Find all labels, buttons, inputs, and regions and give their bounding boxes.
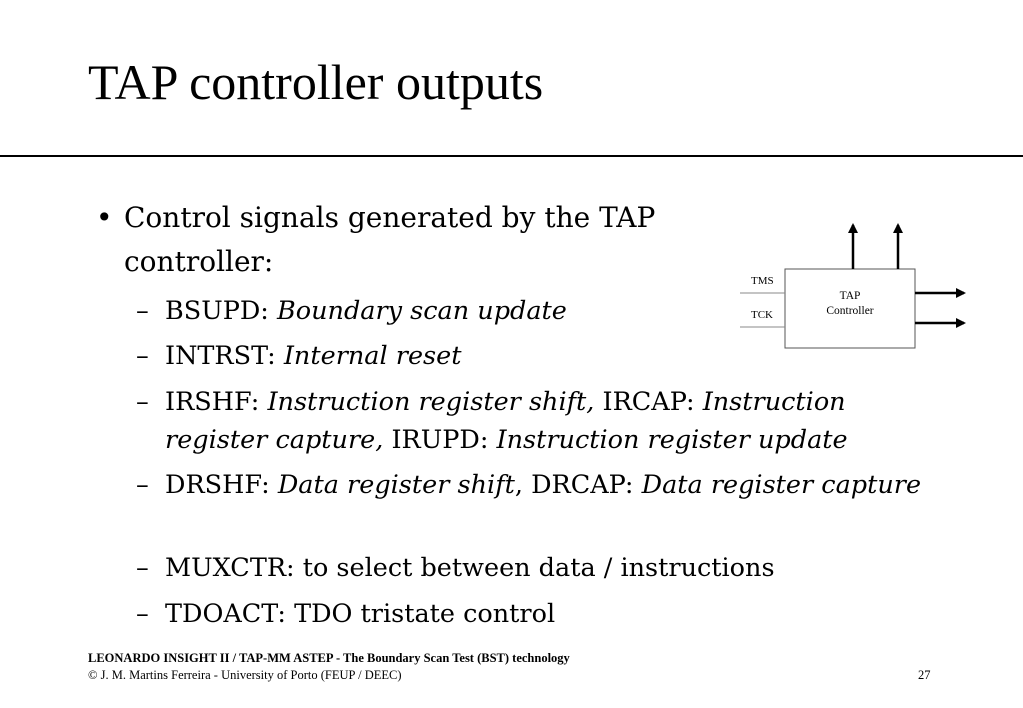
signal-name: INTRST: xyxy=(165,341,284,371)
footer-copyright-line: © J. M. Martins Ferreira - University of… xyxy=(88,668,402,682)
dash-marker: – xyxy=(136,553,149,583)
page-title: TAP controller outputs xyxy=(88,54,544,110)
signal-name: IRUPD: xyxy=(383,425,497,455)
signal-text: MUXCTR: to select between data / instruc… xyxy=(165,553,775,583)
tap-controller-diagram: TMS TCK TAP Controller xyxy=(735,210,975,360)
list-item-intrst: – INTRST: Internal reset xyxy=(136,337,942,375)
list-item-muxctr: – MUXCTR: to select between data / instr… xyxy=(136,549,942,587)
tms-label: TMS xyxy=(751,275,774,287)
page-number: 27 xyxy=(918,668,931,682)
signal-description: Instruction register capture, xyxy=(165,387,846,455)
signal-description: Instruction register update xyxy=(496,425,848,455)
signal-name: , DRCAP: xyxy=(514,470,642,500)
main-bullet-line1: Control signals generated by the TAP xyxy=(124,201,656,234)
list-item-ir-signals: – IRSHF: Instruction register shift, IRC… xyxy=(136,383,942,459)
signal-description: Instruction register shift, xyxy=(267,387,595,417)
signal-name: IRCAP: xyxy=(594,387,703,417)
signal-description: Boundary scan update xyxy=(277,296,567,326)
title-divider xyxy=(0,155,1023,157)
dash-marker: – xyxy=(136,470,149,500)
block-label-line2: Controller xyxy=(826,305,873,317)
dash-marker: – xyxy=(136,387,149,417)
dash-marker: – xyxy=(136,296,149,326)
list-item-bsupd: – BSUPD: Boundary scan update xyxy=(136,292,942,330)
signal-name: BSUPD: xyxy=(165,296,277,326)
signal-text: TDOACT: TDO tristate control xyxy=(165,599,556,629)
block-label-line1: TAP xyxy=(840,290,861,302)
dash-marker: – xyxy=(136,341,149,371)
main-bullet-text: Control signals generated by the TAP con… xyxy=(124,196,774,284)
footer-course-line: LEONARDO INSIGHT II / TAP-MM ASTEP - The… xyxy=(88,651,570,665)
bullet-marker: • xyxy=(96,201,113,234)
main-bullet-line2: controller: xyxy=(124,245,274,278)
signal-description: Data register shift xyxy=(277,470,515,500)
list-item-tdoact: – TDOACT: TDO tristate control xyxy=(136,595,942,633)
diagram-svg: TMS TCK TAP Controller xyxy=(740,223,966,349)
signal-description: Internal reset xyxy=(283,341,462,371)
controller-block xyxy=(784,268,916,349)
signal-name: DRSHF: xyxy=(165,470,278,500)
signal-description: Data register capture xyxy=(641,470,922,500)
list-item-dr-signals: – DRSHF: Data register shift, DRCAP: Dat… xyxy=(136,466,942,504)
dash-marker: – xyxy=(136,599,149,629)
signal-name: IRSHF: xyxy=(165,387,268,417)
tck-label: TCK xyxy=(751,309,773,321)
